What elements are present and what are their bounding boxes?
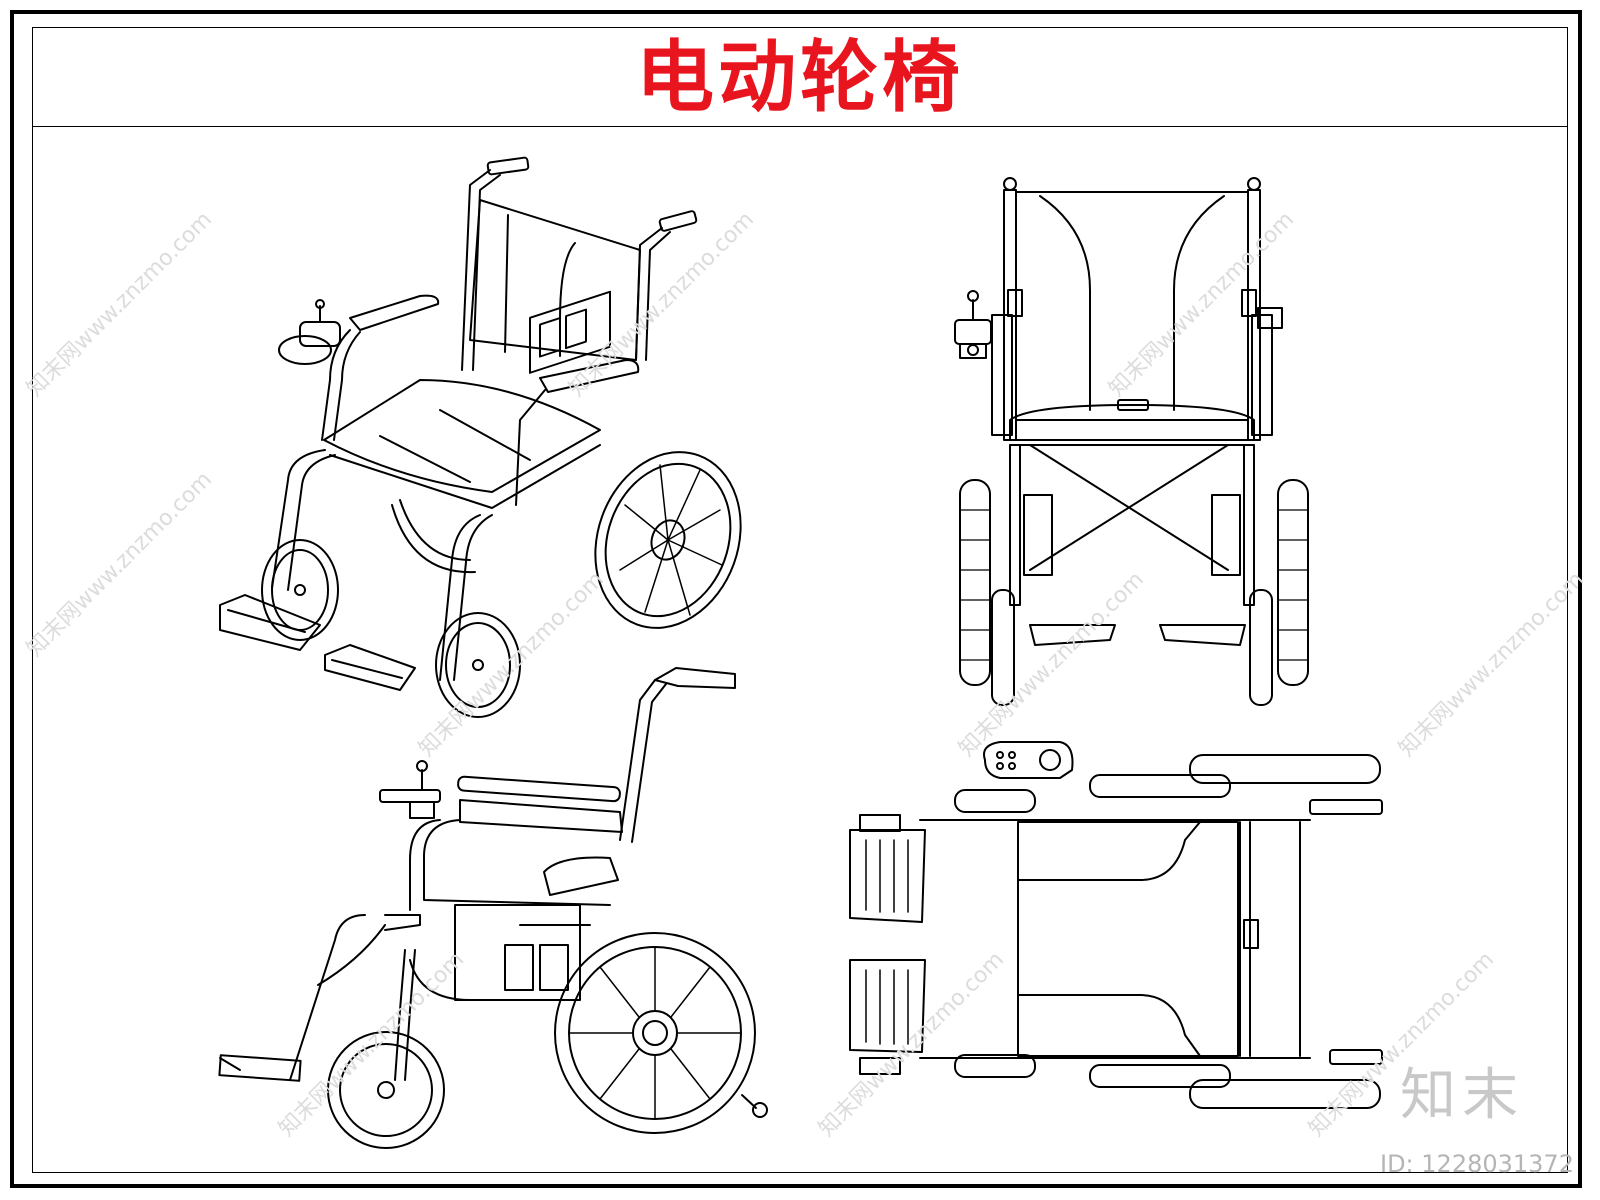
isometric-view [219, 156, 742, 718]
front-view [954, 177, 1309, 706]
drawing-title: 电动轮椅 [635, 32, 964, 123]
watermark-logo: 知末 [1400, 1063, 1524, 1128]
watermark-id: ID: 1228031372 [1380, 1150, 1574, 1178]
sheet-outer-border [10, 10, 1582, 1188]
title-divider [32, 126, 1568, 127]
sheet-inner-border [32, 27, 1568, 1173]
top-view [849, 741, 1383, 1109]
side-view [218, 667, 768, 1149]
